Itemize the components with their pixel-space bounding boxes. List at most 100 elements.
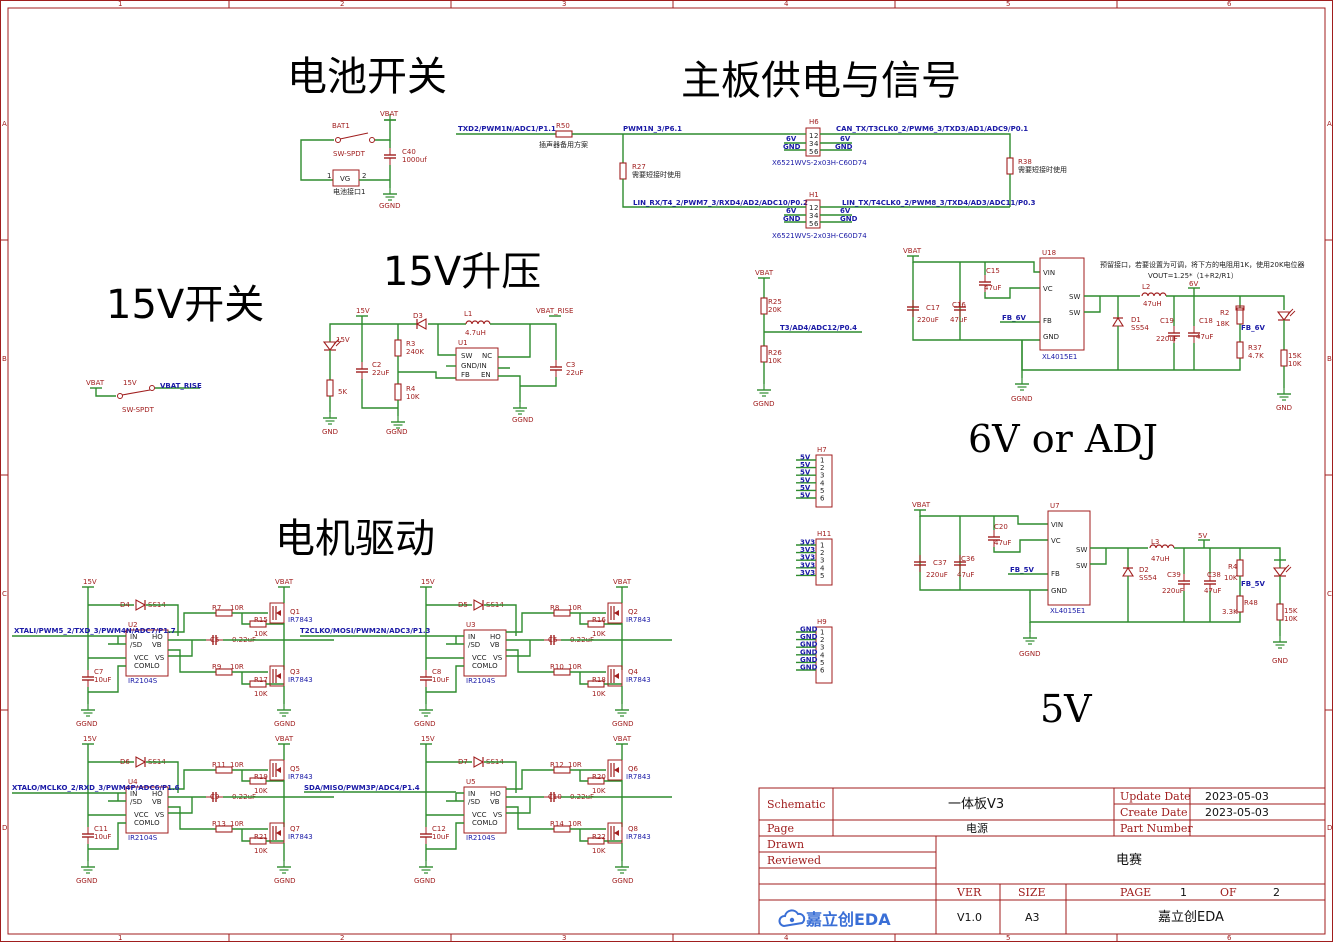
wire	[506, 649, 554, 673]
tb-size-label: SIZE	[1018, 886, 1046, 899]
ic-comlo: COMLO	[134, 662, 160, 670]
h7-header	[815, 454, 833, 508]
ic-sd: /SD	[130, 798, 142, 806]
boost-vbat-rise: VBAT_RISE	[536, 307, 573, 315]
boost-gnd-left: GND	[322, 428, 338, 436]
col-label-5-bottom: 5	[1006, 934, 1010, 942]
title-15v-boost: 15V升压	[383, 249, 541, 295]
c2-ref: C2	[372, 361, 381, 369]
motor-ggnd-label: GGND	[76, 720, 97, 728]
wire	[241, 770, 284, 782]
motor-vbat-label: VBAT	[275, 578, 294, 586]
u1-ic	[455, 347, 499, 381]
ic-vb: VB	[152, 798, 162, 806]
c19-value: 220uF	[1156, 335, 1178, 343]
ic-vs: VS	[493, 811, 503, 819]
u7-vin: VIN	[1051, 521, 1063, 529]
boost-led: 15V	[336, 336, 350, 344]
cap-value: 10uF	[94, 676, 111, 684]
tb-reviewed-label: Reviewed	[767, 854, 821, 867]
ic-ho: HO	[490, 790, 501, 798]
h7-pin-num: 3	[820, 472, 824, 480]
ic-in: IN	[130, 633, 137, 641]
h1-header	[805, 199, 821, 229]
bat1-ref: BAT1	[332, 122, 350, 130]
mosfet-high-ref: Q5	[290, 765, 300, 773]
mosfet-low-ref: Q7	[290, 825, 300, 833]
u7-fb: FB	[1051, 570, 1060, 578]
cap-value: 10uF	[432, 676, 449, 684]
h6-header	[805, 127, 821, 157]
ic-comlo: COMLO	[472, 662, 498, 670]
mosfet-low	[607, 822, 623, 844]
gate-r-high-ref: R8	[550, 604, 559, 612]
col-label-4: 4	[784, 0, 789, 8]
reg5-ggnd: GGND	[1019, 650, 1040, 658]
ic-vcc: VCC	[472, 811, 487, 819]
title-block: Schematic 一体板V3 Update Date 2023-05-03 C…	[758, 787, 1326, 935]
col-label-3-bottom: 3	[562, 934, 566, 942]
mosfet-high-part: IR7843	[626, 773, 651, 781]
ir2104-ic	[125, 629, 169, 677]
reg6-note: 预留接口，若要设置为可调，将下方的电阻用1K，使用20K电位器	[1100, 260, 1305, 269]
h1-pin5: 5	[809, 220, 813, 228]
sw15-vbat-rise: VBAT_RISE	[160, 382, 202, 390]
wire	[168, 769, 216, 790]
pulldown-low-value: 10K	[592, 847, 606, 855]
l3-ref: L3	[1151, 538, 1159, 546]
title-battery-switch: 电池开关	[287, 54, 447, 100]
div-ggnd: GGND	[753, 400, 774, 408]
tb-pagenum-label: PAGE	[1120, 886, 1151, 899]
l3-value: 47uH	[1151, 555, 1170, 563]
wire	[426, 822, 464, 850]
gate-r-low-value: 10R	[230, 663, 244, 671]
net-pwm1n: PWM1N_3/P6.1	[623, 125, 682, 133]
h1-pin2: 2	[814, 204, 818, 212]
mosfet-low-ref: Q8	[628, 825, 638, 833]
h9-pin-net: GND	[800, 641, 818, 649]
cap-value: 10uF	[94, 833, 111, 841]
wire	[168, 806, 216, 830]
pulldown-low-ref: R17	[254, 676, 268, 684]
reg6-vbat: VBAT	[903, 247, 922, 255]
d1-ref: D1	[1131, 316, 1141, 324]
c17-value: 220uF	[917, 316, 939, 324]
h6-pin6: 6	[814, 148, 819, 156]
cap-ref: C8	[432, 668, 441, 676]
h6-6v-left: 6V	[786, 135, 797, 143]
cap-ref: C11	[94, 825, 108, 833]
h7-pin-num: 6	[820, 495, 825, 503]
row-label-a: A	[2, 120, 7, 128]
mosfet-low-ref: Q3	[290, 668, 300, 676]
motor-15v-label: 15V	[421, 578, 435, 586]
switch-15v-circuit: VBAT 15V VBAT_RISE SW-SPDT	[86, 379, 202, 414]
c18-value: 47uF	[1196, 333, 1213, 341]
row-label-d-right: D	[1327, 824, 1332, 832]
net-motor-d: SDA/MISO/PWM3P/ADC4/P1.4	[304, 784, 420, 792]
decoupling-cap	[81, 826, 95, 845]
ggnd-symbol	[614, 703, 630, 717]
wire	[484, 604, 517, 636]
l1-ref: L1	[464, 310, 472, 318]
pulldown-low-ref: R21	[254, 833, 268, 841]
ic-ho: HO	[152, 633, 163, 641]
ic-part: IR2104S	[466, 834, 496, 842]
mosfet-low-ref: Q4	[628, 668, 639, 676]
c2-value: 22uF	[372, 369, 389, 377]
mosfet-high-part: IR7843	[288, 616, 313, 624]
h11-pin-num: 4	[820, 564, 825, 572]
wire	[241, 613, 284, 625]
reg6-ggnd: GGND	[1011, 395, 1032, 403]
tb-create-label: Create Date	[1120, 806, 1187, 819]
ic-part: IR2104S	[466, 677, 496, 685]
gate-r-low-ref: R9	[212, 663, 221, 671]
mosfet-high-ref: Q1	[290, 608, 300, 616]
mosfet-low-part: IR7843	[626, 676, 651, 684]
jlc-cloud-icon	[778, 909, 806, 928]
gate-r-low-value: 10R	[230, 820, 244, 828]
col-label-6-bottom: 6	[1227, 934, 1232, 942]
battery-connector	[332, 169, 360, 187]
h6-pin3: 3	[809, 140, 813, 148]
h9-pin-net: GND	[800, 626, 818, 634]
